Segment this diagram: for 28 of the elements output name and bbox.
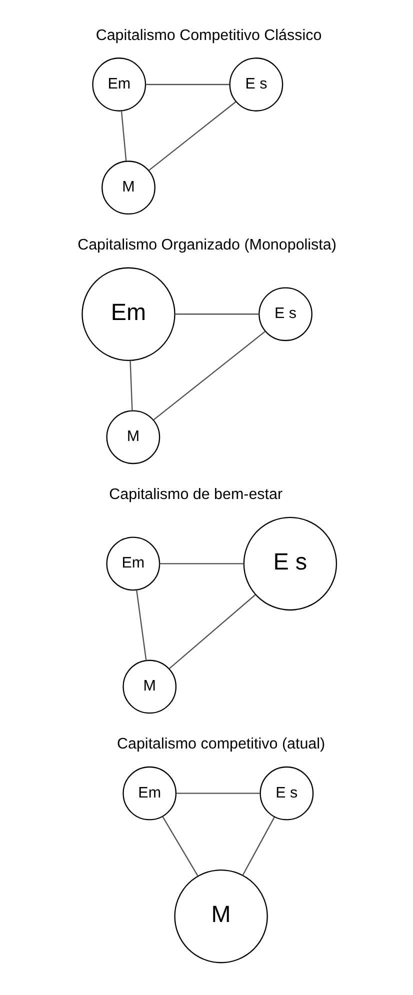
connector [162,816,198,876]
connector [136,590,146,661]
connector [145,84,229,86]
node-circle: M [174,870,268,964]
node-circle: E s [259,766,314,820]
connector [242,816,274,876]
node-circle: E s [228,58,283,112]
connector [148,101,236,171]
connector [176,792,260,794]
label: Capitalismo Organizado (Monopolista) [77,236,336,254]
node-circle: Em [81,267,175,361]
node-circle: M [106,410,160,464]
label: Capitalismo competitivo (atual) [116,736,325,753]
label: Capitalismo Competitivo Clássico [95,26,322,44]
node-circle: M [122,660,176,714]
connector [120,111,126,162]
node-circle: Em [92,58,146,112]
connector [174,314,259,315]
connector [129,360,132,411]
connector [159,563,244,564]
node-circle: E s [258,287,312,342]
node-circle: E s [242,516,337,611]
connector [168,594,256,670]
node-circle: M [101,160,155,215]
node-circle: Em [106,536,160,591]
node-circle: Em [122,766,176,820]
label: Capitalismo de bem-estar [108,486,282,504]
connector [152,330,266,420]
